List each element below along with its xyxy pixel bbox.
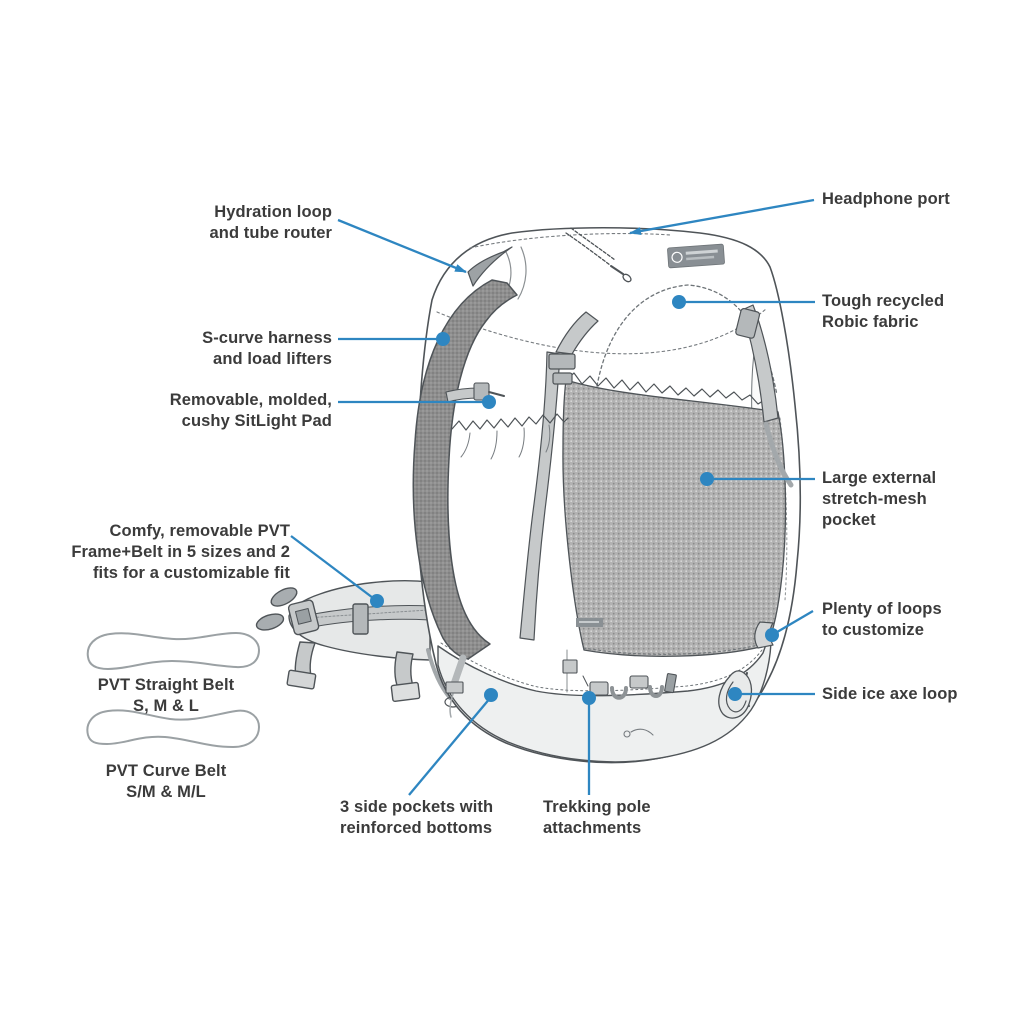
- lid-seam-stitch: [436, 308, 767, 355]
- side-pocket-elastic: [451, 413, 569, 460]
- callout-label-robic: Tough recycled Robic fabric: [822, 292, 945, 331]
- trekking-pole-hardware: [562, 659, 677, 700]
- bottom-wrap: [437, 629, 772, 763]
- callout-label-hydration: Hydration loop and tube router: [209, 203, 332, 242]
- leader-loops: [765, 610, 814, 642]
- callout-label-loops: Plenty of loops to customize: [822, 600, 942, 639]
- callout-label-headphone: Headphone port: [822, 190, 950, 208]
- callout-label-sitlight: Removable, molded, cushy SitLight Pad: [169, 391, 332, 430]
- leader-mesh-pocket: [700, 472, 815, 486]
- right-load-strap: [735, 304, 794, 488]
- right-side-stitch: [779, 417, 788, 601]
- compression-strap: [519, 311, 599, 641]
- shoulder-strap-shape: [412, 279, 518, 718]
- gear-loop-shape: [754, 621, 774, 649]
- callout-label-s-curve: S-curve harness and load lifters: [202, 329, 332, 368]
- hip-belt: [255, 580, 462, 708]
- mesh-elastic-zigzag: [565, 372, 779, 413]
- leader-sitlight: [338, 395, 496, 409]
- leader-headphone: [629, 198, 815, 235]
- callout-label-mesh-pocket: Large external stretch-mesh pocket: [822, 469, 937, 529]
- brand-label-patch: [667, 243, 725, 269]
- back-ridge-stitch: [469, 232, 671, 249]
- belt-outline-curve: [86, 709, 260, 748]
- callout-label-trekking: Trekking pole attachments: [543, 798, 651, 837]
- callout-label-pvt-frame: Comfy, removable PVT Frame+Belt in 5 siz…: [71, 522, 290, 582]
- backpack-illustration: [86, 226, 801, 764]
- callout-label-ice-axe: Side ice axe loop: [822, 685, 958, 703]
- mesh-pocket-shape: [562, 372, 787, 657]
- lid-zipper: [565, 227, 632, 283]
- belt-option-label-curve: PVT Curve Belt S/M & M/L: [105, 762, 227, 801]
- robic-panel-arch: [596, 284, 778, 396]
- callout-leaders: [290, 198, 815, 796]
- leader-pvt-frame: [290, 535, 384, 608]
- sternum-strap: [445, 382, 505, 403]
- leader-hydration: [337, 218, 467, 274]
- leader-s-curve: [338, 332, 450, 346]
- callout-label-side-pockets: 3 side pockets with reinforced bottoms: [340, 798, 494, 837]
- belt-outline-straight: [86, 632, 260, 670]
- leader-trekking: [582, 691, 596, 795]
- belt-option-label-straight: PVT Straight Belt S, M & L: [97, 676, 235, 715]
- leader-robic: [672, 295, 815, 309]
- leader-side-pockets: [408, 688, 498, 796]
- hydration-loop-shape: [467, 246, 513, 287]
- leader-ice-axe: [728, 687, 815, 701]
